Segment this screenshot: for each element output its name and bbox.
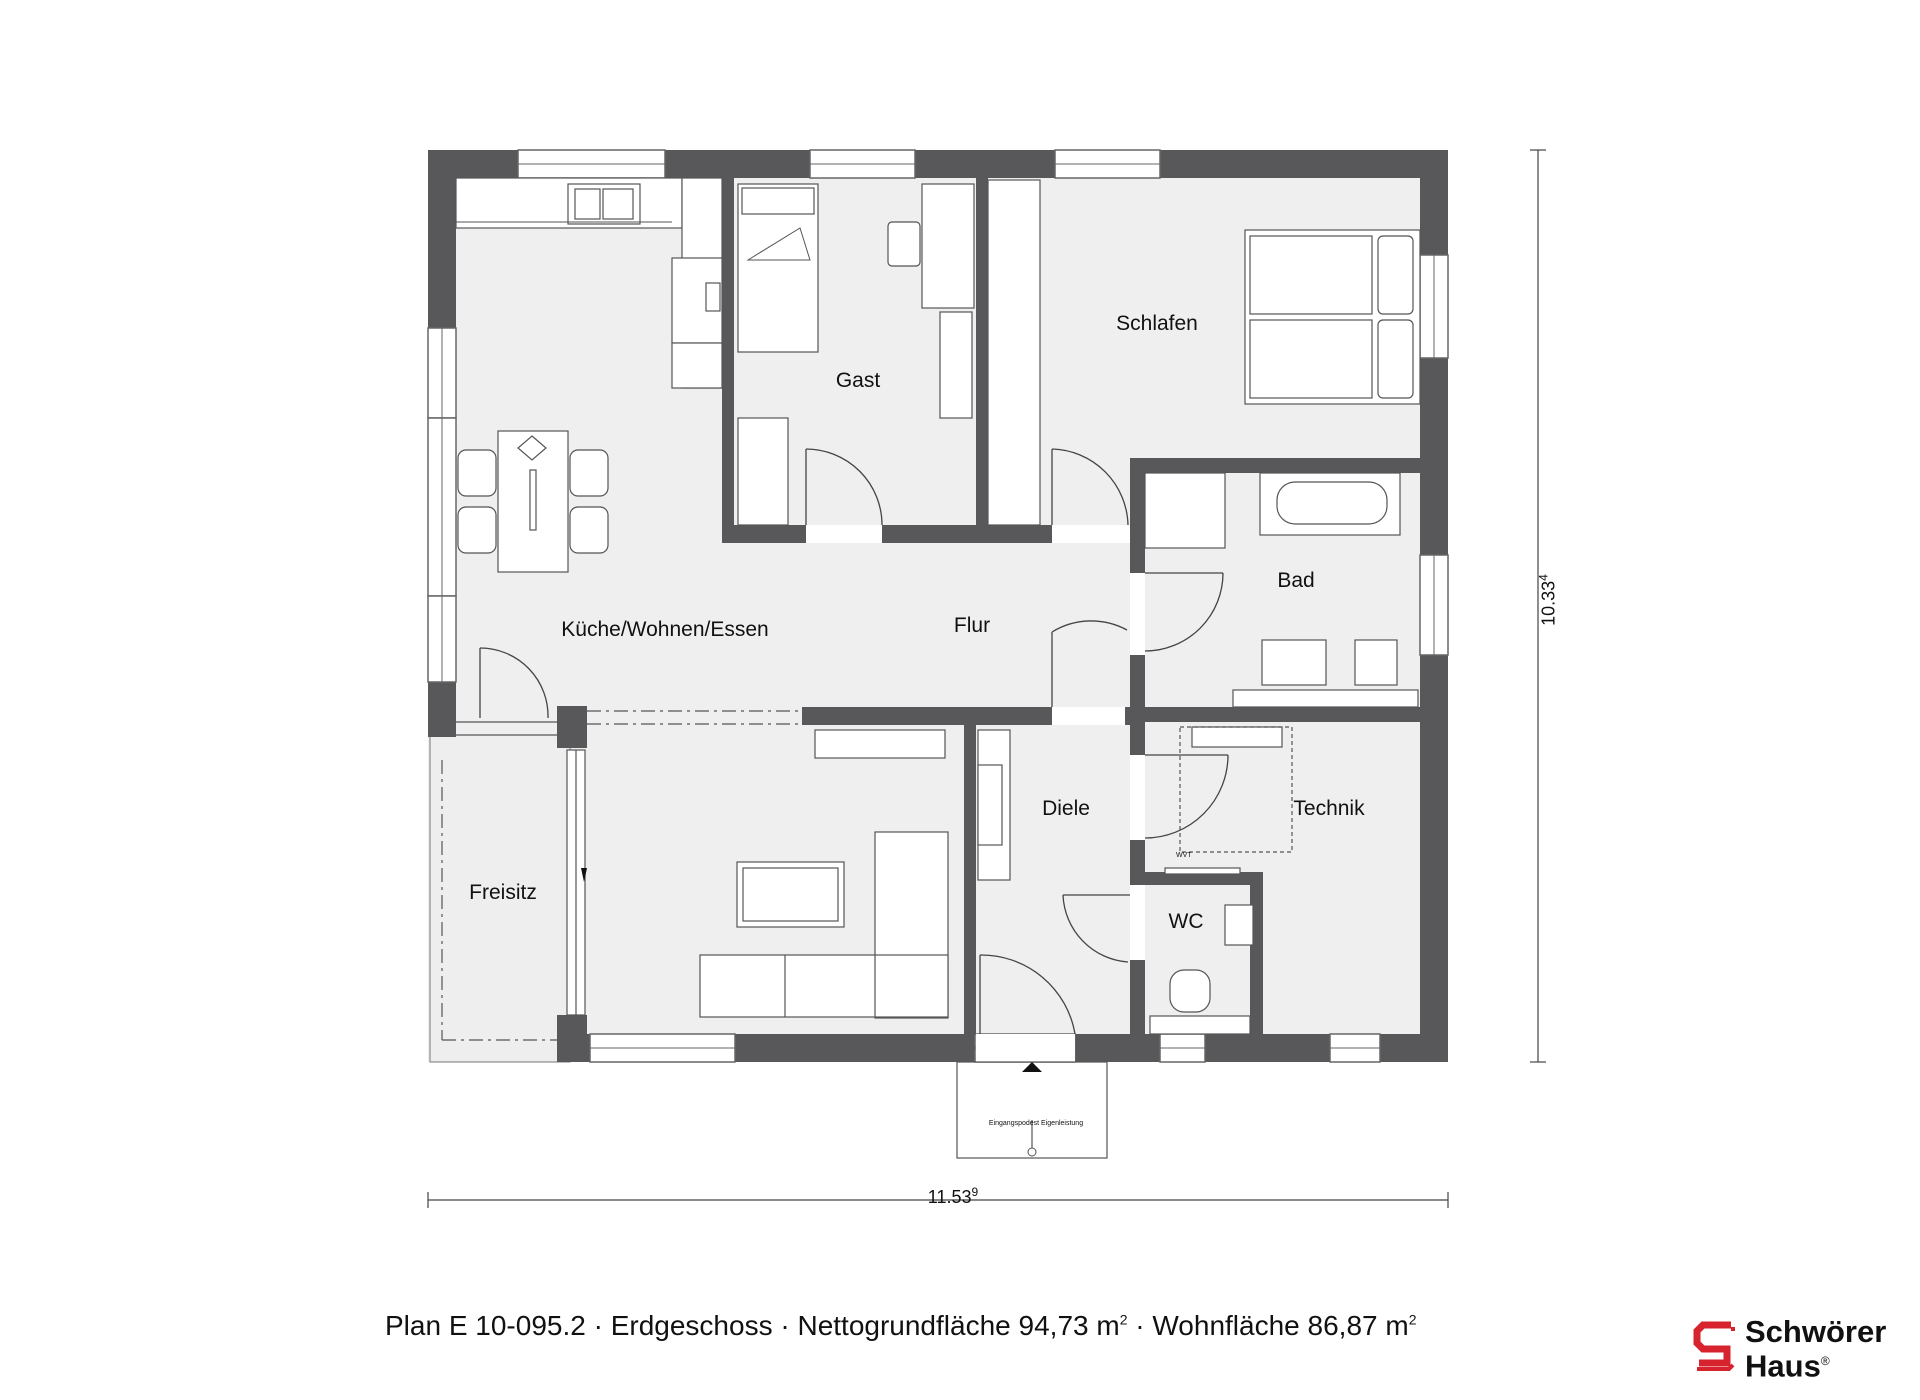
dining-set — [457, 430, 609, 573]
gast-blanket — [746, 227, 811, 261]
schlafen-furniture — [987, 179, 1421, 526]
technik-furniture — [1164, 726, 1293, 875]
logo-line1: Schwörer — [1745, 1314, 1887, 1349]
plan-caption: Plan E 10-095.2 · Erdgeschoss · Nettogru… — [385, 1310, 1417, 1341]
room-label-kueche: Küche/Wohnen/Essen — [561, 618, 769, 641]
room-label-diele: Diele — [1042, 797, 1090, 820]
door-swings — [479, 448, 1229, 1035]
living-furniture — [699, 729, 949, 1019]
dimension-lines — [427, 149, 1546, 1208]
wc-furniture — [1149, 904, 1254, 1035]
bad-furniture — [1144, 472, 1419, 708]
room-label-freisitz: Freisitz — [469, 881, 537, 904]
door-openings — [806, 525, 1145, 1062]
outer-walls — [428, 150, 1448, 1062]
dimension-depth: 10.334 — [1536, 574, 1559, 626]
diele-furniture — [977, 729, 1011, 881]
slide-arrow-icon — [581, 868, 587, 882]
entrance-arrow-icon — [1022, 1062, 1042, 1072]
wvt-note: WVT — [1176, 852, 1192, 859]
entrance-marker-icon — [1027, 1147, 1037, 1157]
entrance-note: Eingangspodest Eigenleistung — [988, 1120, 1084, 1127]
room-label-wc: WC — [1168, 910, 1204, 933]
dimension-width: 11.539 — [927, 1185, 979, 1207]
freisitz-area — [429, 734, 571, 1063]
gast-furniture — [737, 183, 975, 526]
brand-logo[interactable]: Schwörer Haus® — [1693, 1314, 1908, 1384]
room-label-gast: Gast — [835, 369, 881, 392]
kitchen-furniture — [455, 177, 723, 389]
room-label-schlafen: Schlafen — [1116, 312, 1198, 335]
entrance-podium — [956, 1061, 1108, 1159]
room-label-flur: Flur — [953, 614, 991, 637]
logo-line2: Haus® — [1745, 1348, 1830, 1384]
sliding-door — [441, 710, 802, 1041]
logo-mark-icon — [1693, 1321, 1735, 1371]
interior-walls — [557, 178, 1420, 1062]
room-label-technik: Technik — [1293, 797, 1365, 820]
room-label-bad: Bad — [1277, 569, 1315, 592]
